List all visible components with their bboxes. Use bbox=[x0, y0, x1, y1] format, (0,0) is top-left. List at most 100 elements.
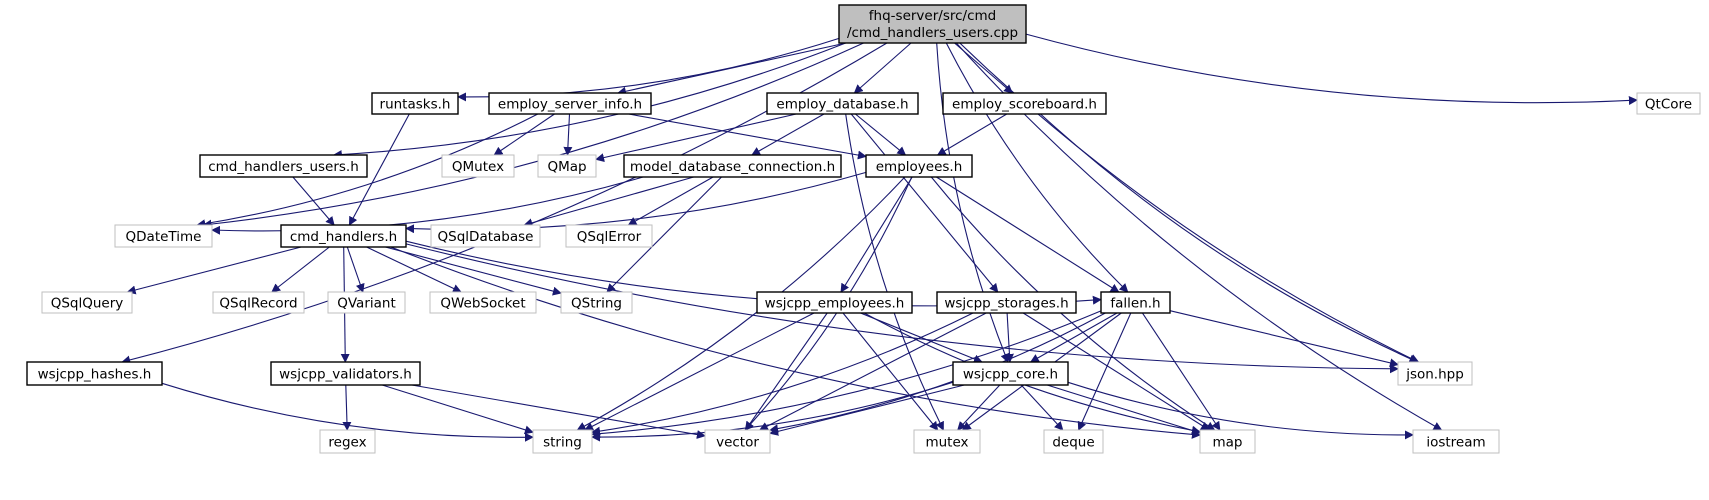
node-box bbox=[936, 291, 1077, 314]
node-label: wsjcpp_storages.h bbox=[944, 296, 1068, 312]
edge-server_info-to-qmap bbox=[563, 113, 573, 156]
edge-wsjcpp_storages-to-map bbox=[1022, 312, 1210, 431]
node-box bbox=[537, 154, 597, 178]
edge-cmd_handlers-to-qstring bbox=[385, 246, 562, 296]
node-runtasks[interactable]: runtasks.h bbox=[371, 92, 459, 115]
node-qtcore: QtCore bbox=[1636, 92, 1701, 115]
node-box bbox=[26, 361, 163, 386]
node-box bbox=[942, 92, 1107, 115]
node-label: vector bbox=[716, 435, 759, 451]
edge-root-to-wsjcpp_hashes bbox=[121, 42, 888, 365]
edge-wsjcpp_core-to-mutex bbox=[957, 384, 1001, 431]
node-model-db[interactable]: model_database_connection.h bbox=[623, 154, 842, 178]
node-label: employ_scoreboard.h bbox=[952, 97, 1097, 113]
node-box bbox=[532, 429, 593, 454]
node-box bbox=[865, 154, 973, 178]
node-server-info[interactable]: employ_server_info.h bbox=[488, 92, 652, 115]
node-fallen[interactable]: fallen.h bbox=[1100, 291, 1171, 314]
node-label: QSqlQuery bbox=[51, 296, 124, 312]
node-box bbox=[1043, 429, 1104, 454]
edge-employees-to-wsjcpp_employees bbox=[840, 176, 913, 293]
node-label: fhq-server/src/cmd bbox=[869, 8, 996, 24]
node-wsjcpp-employees[interactable]: wsjcpp_employees.h bbox=[756, 291, 913, 314]
node-vector: vector bbox=[704, 429, 771, 454]
edge-root-to-runtasks bbox=[457, 37, 840, 102]
node-cmd-users[interactable]: cmd_handlers_users.h bbox=[199, 154, 368, 178]
node-deque: deque bbox=[1043, 429, 1104, 454]
node-map: map bbox=[1199, 429, 1256, 454]
node-label: QtCore bbox=[1645, 97, 1692, 113]
node-json: json.hpp bbox=[1397, 361, 1473, 386]
node-label: QSqlRecord bbox=[219, 296, 297, 312]
edge-wsjcpp_core-to-vector bbox=[769, 384, 965, 436]
node-wsjcpp-core[interactable]: wsjcpp_core.h bbox=[952, 361, 1069, 386]
node-label: runtasks.h bbox=[380, 97, 451, 113]
node-label: model_database_connection.h bbox=[630, 159, 835, 175]
edge-model_db-to-qdatetime bbox=[211, 176, 644, 235]
node-box bbox=[766, 92, 919, 115]
node-label: wsjcpp_core.h bbox=[963, 367, 1058, 383]
node-label: mutex bbox=[925, 435, 968, 451]
edge-wsjcpp_storages-to-wsjcpp_core bbox=[1004, 312, 1014, 363]
node-wsjcpp-validators[interactable]: wsjcpp_validators.h bbox=[270, 361, 421, 386]
node-label: employees.h bbox=[876, 159, 963, 175]
node-box bbox=[565, 224, 653, 248]
node-label: QWebSocket bbox=[440, 296, 525, 312]
node-regex: regex bbox=[319, 429, 376, 454]
node-label: iostream bbox=[1426, 435, 1485, 451]
edge-server_info-to-qmutex bbox=[493, 113, 555, 156]
node-box bbox=[280, 224, 407, 248]
edge-employees-to-fallen bbox=[936, 176, 1120, 293]
node-box bbox=[952, 361, 1069, 386]
edge-wsjcpp_employees-to-vector bbox=[744, 312, 828, 431]
edge-employees-to-string bbox=[576, 176, 906, 431]
edge-cmd_handlers-to-qsqlrecord bbox=[271, 246, 330, 293]
node-label: QVariant bbox=[337, 296, 396, 312]
edge-wsjcpp_validators-to-string bbox=[382, 384, 534, 435]
node-box bbox=[1397, 361, 1473, 386]
edge-scoreboard-to-employees bbox=[936, 113, 1008, 156]
node-label: employ_server_info.h bbox=[498, 97, 642, 113]
node-box bbox=[488, 92, 652, 115]
edge-cmd_handlers-to-qsqlquery bbox=[126, 246, 302, 295]
node-database[interactable]: employ_database.h bbox=[766, 92, 919, 115]
edge-cmd_handlers-to-json bbox=[405, 243, 1399, 374]
node-box bbox=[756, 291, 913, 314]
node-string: string bbox=[532, 429, 593, 454]
node-label: regex bbox=[328, 435, 366, 451]
edge-fallen-to-string bbox=[591, 310, 1102, 439]
edge-cmd_handlers-to-qwebsocket bbox=[366, 246, 462, 293]
edge-model_db-to-qsqldatabase bbox=[523, 176, 694, 228]
node-label: /cmd_handlers_users.cpp bbox=[847, 25, 1018, 41]
node-box bbox=[1199, 429, 1256, 454]
edge-wsjcpp_employees-to-mutex bbox=[842, 312, 939, 431]
node-scoreboard[interactable]: employ_scoreboard.h bbox=[942, 92, 1107, 115]
node-box bbox=[441, 154, 515, 178]
edge-cmd_handlers-to-qvariant bbox=[346, 246, 365, 293]
node-box bbox=[838, 4, 1027, 44]
edge-wsjcpp_core-to-iostream bbox=[1067, 381, 1414, 440]
node-label: wsjcpp_employees.h bbox=[765, 296, 905, 312]
node-label: QDateTime bbox=[126, 229, 202, 245]
node-mutex: mutex bbox=[913, 429, 981, 454]
node-qwebsocket: QWebSocket bbox=[429, 291, 537, 314]
node-wsjcpp-hashes[interactable]: wsjcpp_hashes.h bbox=[26, 361, 163, 386]
node-root[interactable]: fhq-server/src/cmd/cmd_handlers_users.cp… bbox=[838, 4, 1027, 44]
node-label: wsjcpp_validators.h bbox=[279, 367, 412, 383]
edge-fallen-to-wsjcpp_core bbox=[1029, 312, 1118, 363]
node-box bbox=[41, 291, 133, 314]
node-wsjcpp-storages[interactable]: wsjcpp_storages.h bbox=[936, 291, 1077, 314]
edge-server_info-to-employees bbox=[628, 113, 867, 160]
edge-wsjcpp_validators-to-regex bbox=[342, 384, 352, 431]
edge-root-to-fallen bbox=[945, 42, 1129, 293]
node-qsqlquery: QSqlQuery bbox=[41, 291, 133, 314]
node-box bbox=[1636, 92, 1701, 115]
edge-wsjcpp_core-to-deque bbox=[1020, 384, 1064, 431]
node-label: cmd_handlers_users.h bbox=[208, 159, 359, 175]
edge-database-to-mutex bbox=[845, 113, 944, 431]
edge-wsjcpp_storages-to-string bbox=[591, 312, 974, 436]
node-employees[interactable]: employees.h bbox=[865, 154, 973, 178]
node-cmd-handlers[interactable]: cmd_handlers.h bbox=[280, 224, 407, 248]
node-label: string bbox=[543, 435, 582, 451]
